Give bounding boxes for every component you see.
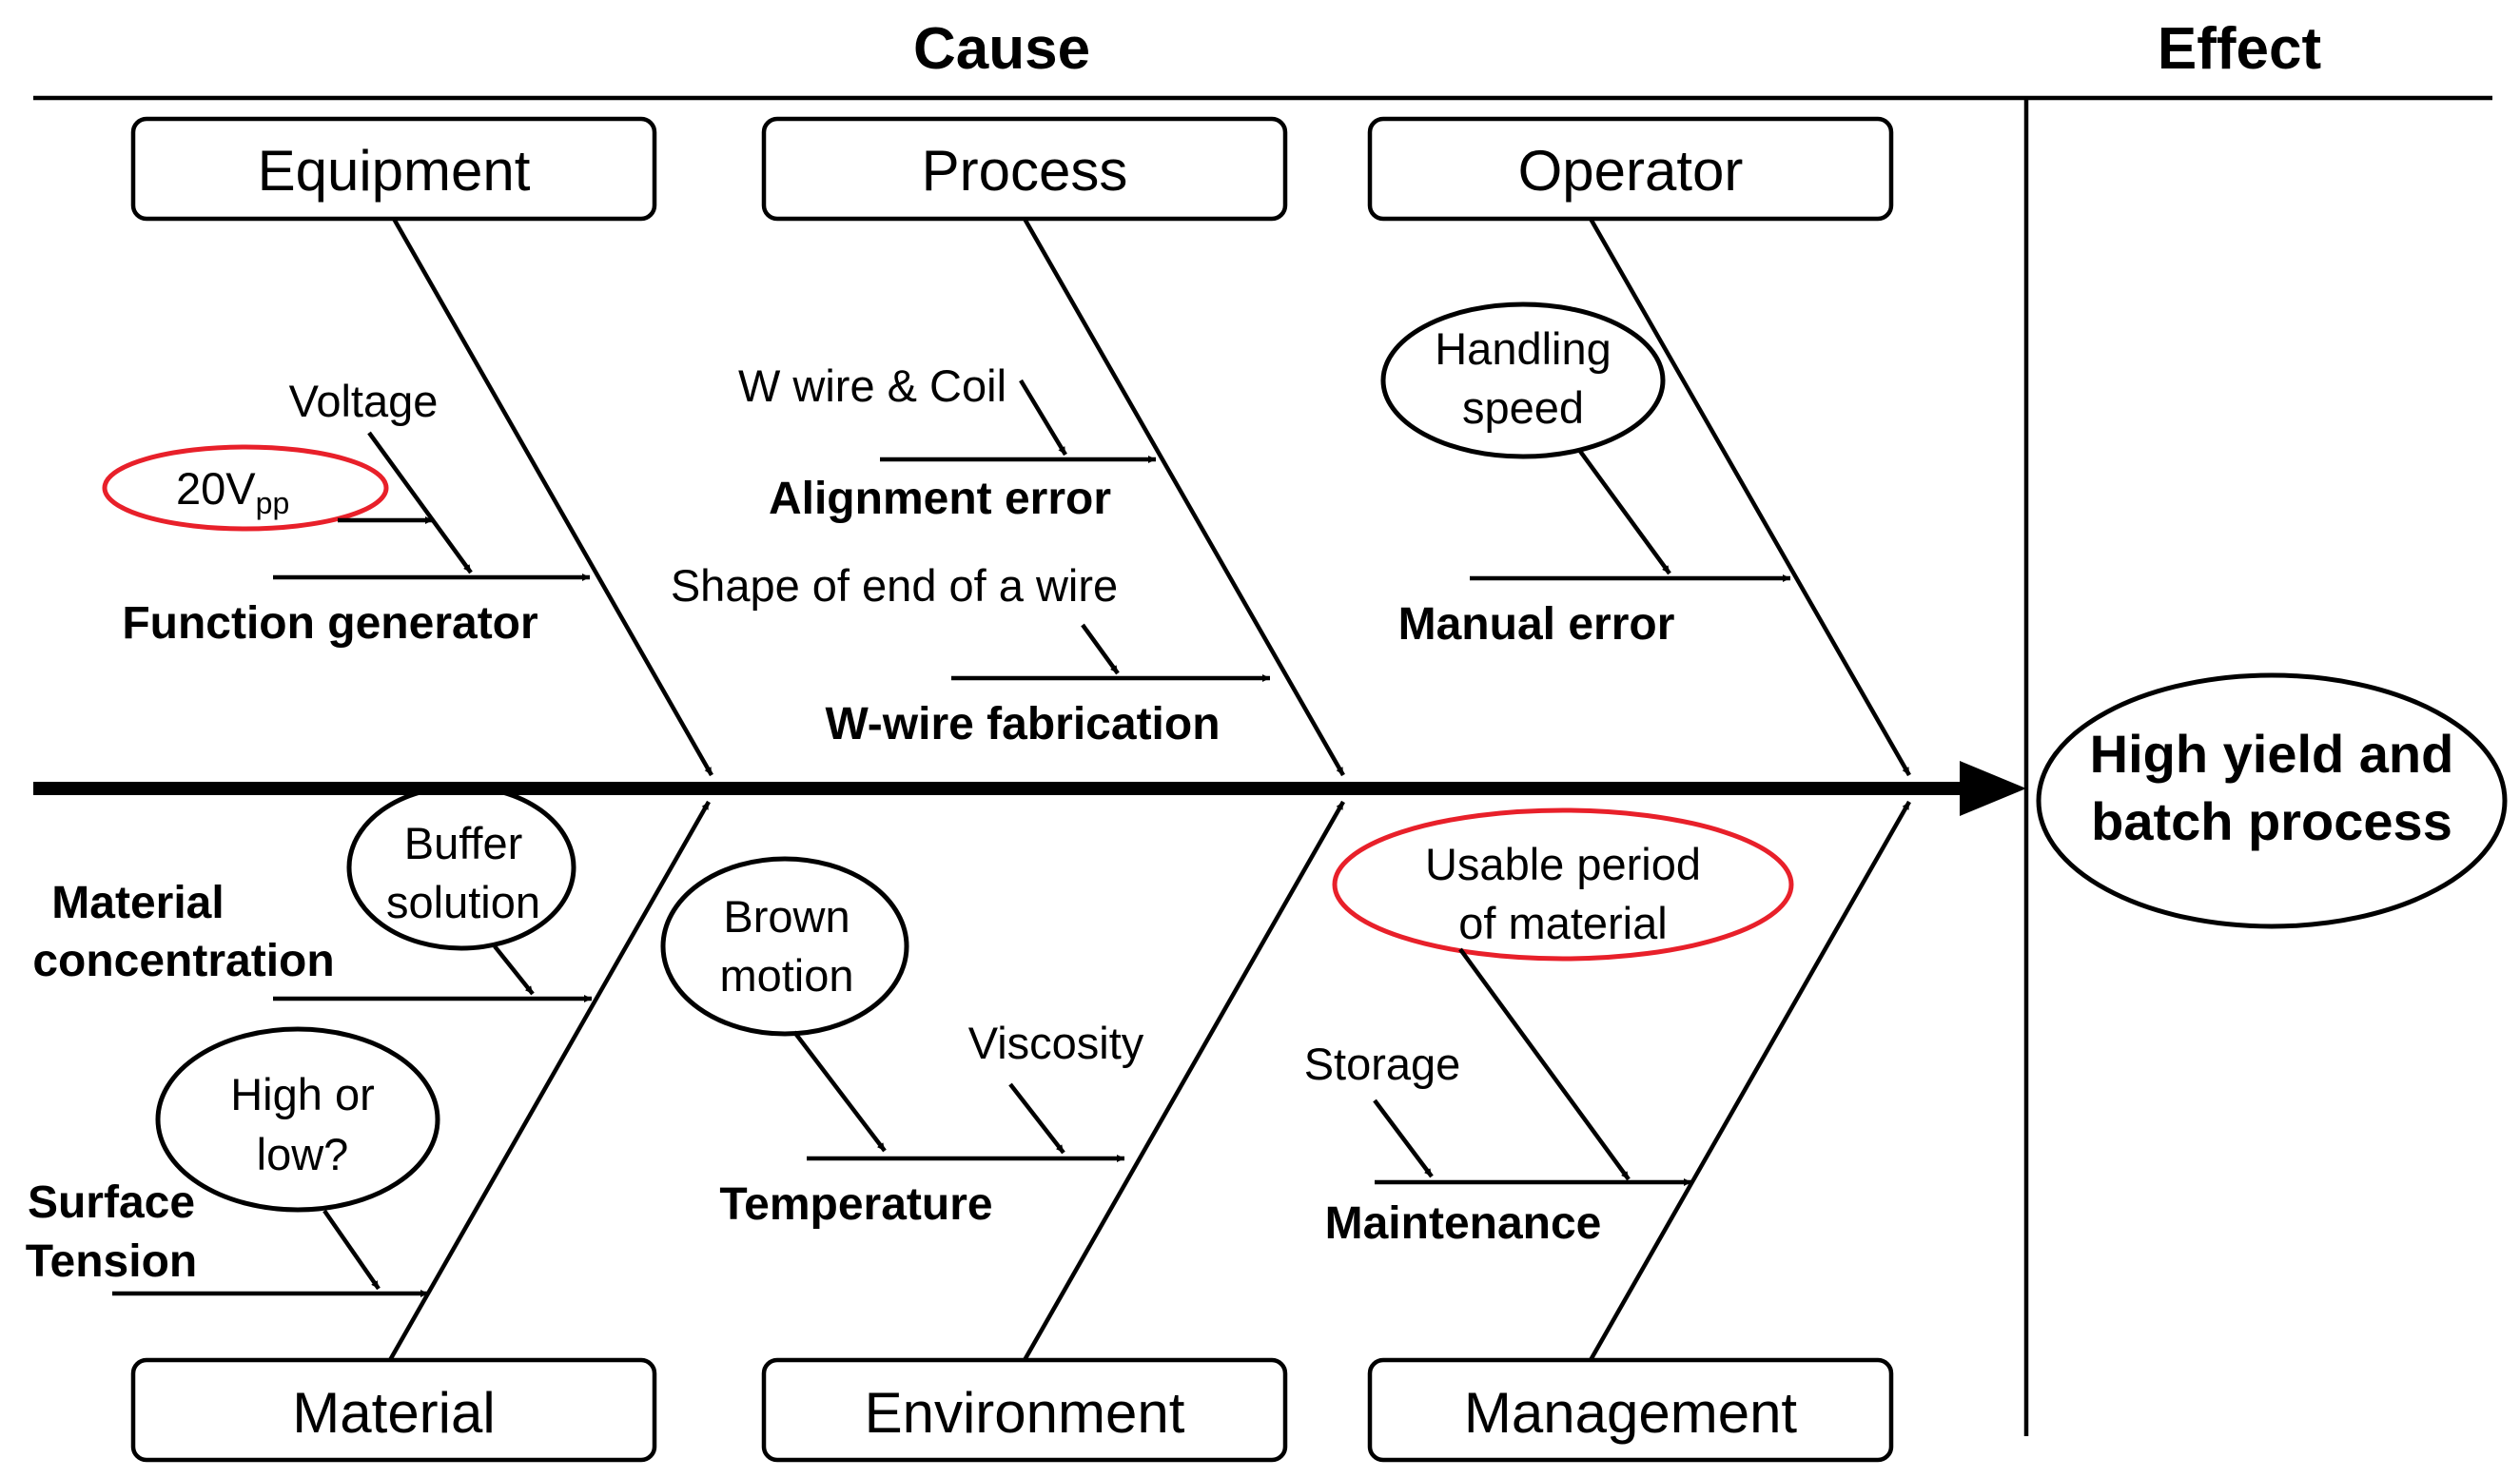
label-buffer-1: Buffer bbox=[404, 818, 523, 868]
label-surface-2: Tension bbox=[26, 1236, 197, 1287]
category-box bbox=[130, 1357, 657, 1463]
category-label: Material bbox=[292, 1381, 495, 1445]
label-brown-2: motion bbox=[719, 950, 853, 1001]
label-handling-1: Handling bbox=[1435, 323, 1612, 374]
effect-line-1: High yield and bbox=[2090, 724, 2454, 784]
label-usable-1: Usable period bbox=[1425, 839, 1701, 889]
bone-management bbox=[1589, 800, 1911, 1362]
cause-header: Cause bbox=[913, 16, 1090, 82]
category-box bbox=[1367, 116, 1894, 222]
category-box bbox=[1367, 1357, 1894, 1463]
vpp-sub: pp bbox=[256, 486, 290, 520]
label-shape-wire: Shape of end of a wire bbox=[671, 560, 1118, 611]
label-20vpp: 20Vpp bbox=[176, 463, 289, 520]
category-operator: Operator bbox=[1367, 116, 1894, 222]
arrow-high-low bbox=[322, 1209, 381, 1291]
label-storage: Storage bbox=[1304, 1039, 1461, 1089]
oval-high-low bbox=[155, 1026, 440, 1213]
label-high-low-1: High or bbox=[230, 1069, 375, 1119]
bone-equipment bbox=[392, 217, 713, 777]
label-handling-2: speed bbox=[1462, 382, 1584, 433]
highlight-20vpp bbox=[102, 444, 389, 532]
label-alignment-error: Alignment error bbox=[769, 474, 1111, 524]
label-viscosity: Viscosity bbox=[968, 1018, 1144, 1068]
bone-environment bbox=[1023, 800, 1345, 1362]
label-manual-error: Manual error bbox=[1398, 599, 1675, 650]
effect-oval bbox=[2036, 672, 2508, 929]
label-wire-coil: W wire & Coil bbox=[738, 360, 1006, 411]
category-label: Environment bbox=[865, 1381, 1185, 1445]
vpp-main: 20V bbox=[176, 463, 256, 514]
label-brown-1: Brown bbox=[723, 891, 850, 942]
label-high-low-2: low? bbox=[257, 1129, 349, 1179]
oval-handling-speed bbox=[1380, 301, 1666, 459]
category-environment: Environment bbox=[761, 1357, 1288, 1463]
arrow-wire-coil bbox=[1019, 379, 1067, 457]
category-material: Material bbox=[130, 1357, 657, 1463]
label-surface-1: Surface bbox=[28, 1177, 195, 1228]
bone-operator bbox=[1589, 217, 1911, 777]
highlight-usable-period bbox=[1332, 807, 1794, 962]
category-process: Process bbox=[761, 116, 1288, 222]
arrow-shape-wire bbox=[1081, 623, 1120, 675]
bone-material bbox=[388, 800, 711, 1362]
label-usable-2: of material bbox=[1458, 898, 1667, 948]
category-management: Management bbox=[1367, 1357, 1894, 1463]
category-label: Management bbox=[1464, 1381, 1798, 1445]
arrow-usable-period bbox=[1458, 947, 1631, 1181]
label-temperature: Temperature bbox=[719, 1179, 992, 1230]
label-voltage: Voltage bbox=[289, 376, 439, 426]
label-function-generator: Function generator bbox=[122, 598, 537, 649]
category-label: Process bbox=[922, 139, 1128, 203]
arrow-handling-speed bbox=[1577, 448, 1671, 575]
label-wire-fabrication: W-wire fabrication bbox=[825, 699, 1220, 749]
label-concentration-2: concentration bbox=[32, 936, 334, 986]
label-maintenance: Maintenance bbox=[1325, 1198, 1602, 1249]
arrow-viscosity bbox=[1008, 1082, 1065, 1155]
oval-brown-motion bbox=[660, 856, 909, 1037]
label-concentration-1: Material bbox=[51, 878, 224, 928]
effect-line-2: batch process bbox=[2091, 791, 2452, 851]
arrow-storage bbox=[1373, 1099, 1434, 1178]
arrow-brown-motion bbox=[792, 1030, 887, 1153]
effect-header: Effect bbox=[2158, 16, 2321, 82]
arrow-voltage bbox=[367, 431, 473, 574]
label-buffer-2: solution bbox=[386, 877, 540, 927]
category-label: Operator bbox=[1518, 139, 1744, 203]
category-label: Equipment bbox=[258, 139, 531, 203]
effect-node: High yield and batch process bbox=[2036, 672, 2508, 929]
arrow-buffer-solution bbox=[493, 944, 535, 996]
spine-arrowhead bbox=[1960, 761, 2026, 816]
oval-buffer-solution bbox=[346, 784, 576, 951]
category-equipment: Equipment bbox=[130, 116, 657, 222]
bone-process bbox=[1023, 217, 1345, 777]
